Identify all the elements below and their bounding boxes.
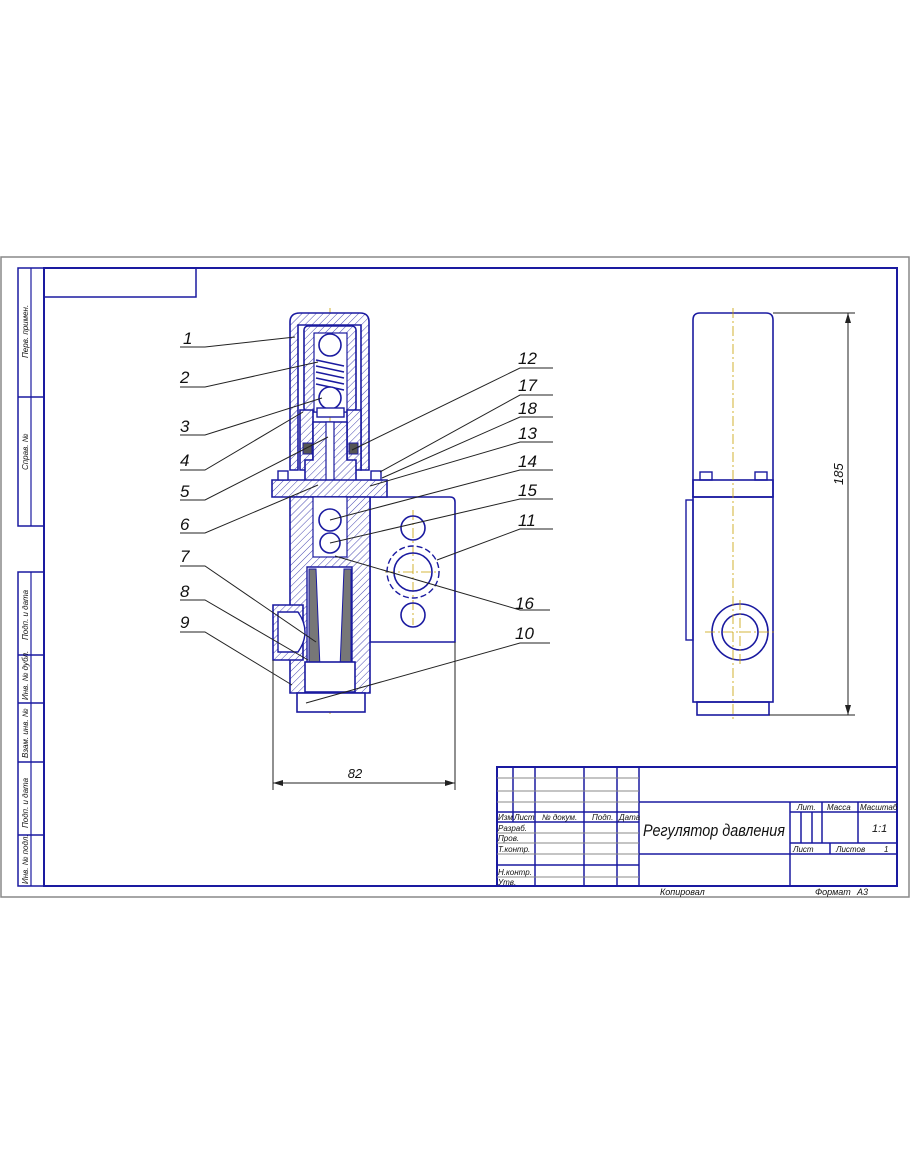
dimension-width: 82 [272, 642, 456, 790]
row-tkontr: Т.контр. [498, 845, 530, 854]
strip-label: Подп. и дата [21, 589, 30, 640]
title-block: Изм Лист № докум. Подп. Дата Разраб. Про… [496, 766, 898, 897]
sheets-label: Листов [835, 845, 865, 854]
callout-label: 13 [518, 424, 537, 443]
row-nkontr: Н.контр. [498, 868, 532, 877]
dimension-label: 185 [831, 463, 846, 485]
callout-label: 5 [180, 482, 190, 501]
strip-label: Справ. № [21, 433, 30, 470]
callouts-right: 12 17 18 13 14 15 11 16 10 [305, 349, 553, 704]
col-izm: Изм [498, 813, 513, 822]
row-razrab: Разраб. [498, 824, 527, 833]
strip-label: Инв. № подл. [21, 834, 30, 884]
col-list: Лист [513, 813, 535, 822]
sheets-value: 1 [884, 845, 888, 854]
col-doc: № докум. [542, 813, 577, 822]
callout-label: 17 [518, 376, 537, 395]
callouts-left: 1 2 3 4 5 6 7 8 9 [179, 329, 329, 686]
side-view [685, 308, 775, 720]
callout-label: 18 [518, 399, 537, 418]
row-utv: Утв. [497, 878, 516, 887]
dimension-label: 82 [348, 766, 363, 781]
copied-label: Копировал [660, 887, 705, 897]
format-value: А3 [856, 887, 868, 897]
dimension-height: 185 [769, 312, 855, 716]
callout-label: 4 [180, 451, 189, 470]
row-prov: Пров. [498, 834, 519, 843]
massa-label: Масса [827, 803, 851, 812]
scale-value: 1:1 [872, 823, 887, 835]
callout-label: 6 [180, 515, 190, 534]
callout-label: 3 [180, 417, 190, 436]
col-podp: Подп. [592, 813, 613, 822]
format-label: Формат [815, 887, 851, 897]
callout-label: 15 [518, 481, 537, 500]
strip-label: Подп. и дата [21, 777, 30, 828]
side-strip: Перв. примен. Справ. № Подп. и дата Инв.… [17, 267, 45, 887]
callout-label: 11 [518, 511, 536, 530]
callout-label: 1 [183, 329, 192, 348]
callout-label: 16 [515, 594, 534, 613]
col-data: Дата [618, 813, 641, 822]
callout-label: 7 [180, 547, 190, 566]
callout-label: 14 [518, 452, 537, 471]
callout-label: 2 [179, 368, 190, 387]
callout-label: 9 [180, 613, 190, 632]
callout-label: 12 [518, 349, 537, 368]
sheet-label: Лист [792, 845, 814, 854]
strip-label: Инв. № дубл. [21, 651, 30, 700]
strip-label: Взам. инв. № [21, 708, 30, 758]
callout-label: 8 [180, 582, 190, 601]
masshtab-label: Масштаб [860, 803, 898, 812]
strip-label: Перв. примен. [21, 305, 30, 358]
drawing-title: Регулятор давления [643, 821, 785, 840]
section-view [271, 308, 456, 716]
callout-label: 10 [515, 624, 534, 643]
lit-label: Лит. [796, 803, 816, 812]
